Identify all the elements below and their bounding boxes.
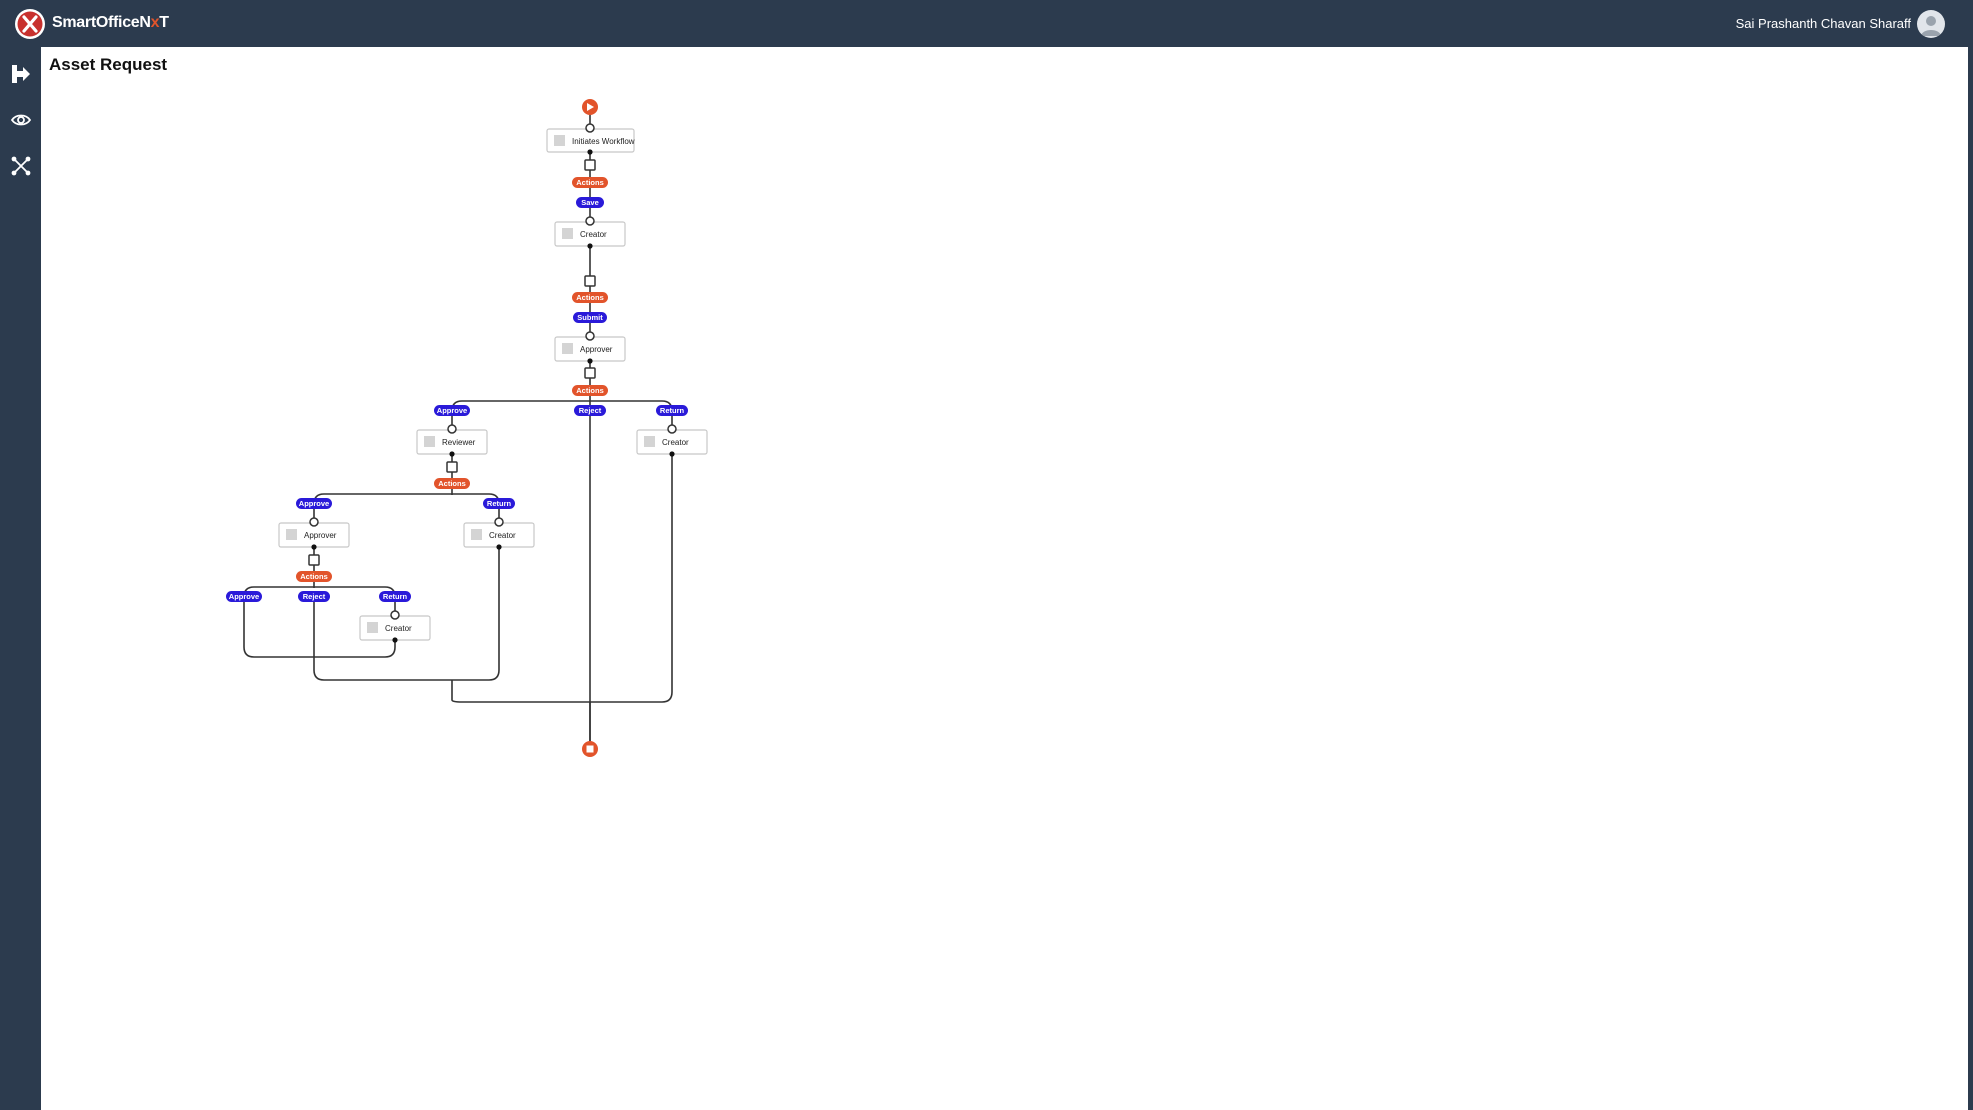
node-label: Creator xyxy=(385,624,412,633)
exit-icon[interactable] xyxy=(10,63,32,85)
page-title: Asset Request xyxy=(49,55,168,74)
decision-square[interactable] xyxy=(308,554,320,566)
node-icon xyxy=(367,622,378,633)
output-port[interactable] xyxy=(311,544,317,550)
node-icon xyxy=(424,436,435,447)
workflow-icon[interactable] xyxy=(10,155,32,177)
input-port[interactable] xyxy=(494,517,504,527)
reject-pill[interactable]: Reject xyxy=(298,591,330,602)
input-port[interactable] xyxy=(309,517,319,527)
output-port[interactable] xyxy=(587,358,593,364)
node-label: Initiates Workflow xyxy=(572,137,635,146)
output-port[interactable] xyxy=(669,451,675,457)
svg-text:Return: Return xyxy=(487,499,512,508)
node-label: Reviewer xyxy=(442,438,476,447)
node-icon xyxy=(644,436,655,447)
decision-square[interactable] xyxy=(584,275,596,287)
app-logo-icon[interactable] xyxy=(14,8,46,40)
input-port[interactable] xyxy=(585,216,595,226)
actions-pill[interactable]: Actions xyxy=(572,292,608,303)
node-label: Creator xyxy=(580,230,607,239)
svg-text:Actions: Actions xyxy=(300,572,328,581)
play-icon xyxy=(587,103,594,111)
node-label: Creator xyxy=(489,531,516,540)
return-pill[interactable]: Return xyxy=(483,498,515,509)
svg-text:Approve: Approve xyxy=(437,406,467,415)
reject-pill[interactable]: Reject xyxy=(574,405,606,416)
input-port[interactable] xyxy=(447,424,457,434)
node-label: Creator xyxy=(662,438,689,447)
approve-pill[interactable]: Approve xyxy=(434,405,470,416)
user-icon xyxy=(1921,16,1941,36)
right-scroll-edge xyxy=(1968,47,1973,1110)
node-icon xyxy=(554,135,565,146)
node-creator-return[interactable]: Creator xyxy=(636,429,708,455)
user-name[interactable]: Sai Prashanth Chavan Sharaff xyxy=(1735,16,1911,31)
output-port[interactable] xyxy=(449,451,455,457)
node-icon xyxy=(286,529,297,540)
svg-text:Actions: Actions xyxy=(576,386,604,395)
svg-text:Approve: Approve xyxy=(229,592,259,601)
svg-text:Reject: Reject xyxy=(303,592,326,601)
input-port[interactable] xyxy=(390,610,400,620)
actions-pill[interactable]: Actions xyxy=(296,571,332,582)
decision-square[interactable] xyxy=(584,159,596,171)
svg-text:Actions: Actions xyxy=(576,178,604,187)
actions-pill[interactable]: Actions xyxy=(434,478,470,489)
svg-text:Return: Return xyxy=(383,592,408,601)
svg-text:Approve: Approve xyxy=(299,499,329,508)
edge xyxy=(313,493,500,505)
input-port[interactable] xyxy=(585,331,595,341)
actions-pill[interactable]: Actions xyxy=(572,177,608,188)
input-port[interactable] xyxy=(585,123,595,133)
edge xyxy=(451,453,673,703)
input-port[interactable] xyxy=(667,424,677,434)
svg-text:Save: Save xyxy=(581,198,599,207)
svg-text:Submit: Submit xyxy=(577,313,603,322)
node-creator-return-2[interactable]: Creator xyxy=(463,522,535,548)
svg-text:Actions: Actions xyxy=(576,293,604,302)
svg-text:Return: Return xyxy=(660,406,685,415)
sidebar xyxy=(0,47,41,1110)
output-port[interactable] xyxy=(496,544,502,550)
edge xyxy=(451,400,673,412)
decision-square[interactable] xyxy=(446,461,458,473)
return-pill[interactable]: Return xyxy=(656,405,688,416)
app-brand: SmartOfficeNxT xyxy=(52,14,169,31)
output-port[interactable] xyxy=(587,243,593,249)
avatar[interactable] xyxy=(1917,10,1945,38)
svg-text:Reject: Reject xyxy=(579,406,602,415)
node-icon xyxy=(562,228,573,239)
stop-icon xyxy=(586,745,594,753)
submit-pill[interactable]: Submit xyxy=(573,312,607,323)
node-label: Approver xyxy=(580,345,613,354)
node-icon xyxy=(562,343,573,354)
edge xyxy=(243,640,396,658)
approve-pill[interactable]: Approve xyxy=(296,498,332,509)
node-label: Approver xyxy=(304,531,337,540)
decision-square[interactable] xyxy=(584,367,596,379)
svg-text:Actions: Actions xyxy=(438,479,466,488)
output-port[interactable] xyxy=(392,637,398,643)
top-bar: SmartOfficeNxT Sai Prashanth Chavan Shar… xyxy=(0,0,1973,47)
save-pill[interactable]: Save xyxy=(576,197,604,208)
return-pill[interactable]: Return xyxy=(379,591,411,602)
actions-pill[interactable]: Actions xyxy=(572,385,608,396)
approve-pill[interactable]: Approve xyxy=(226,591,262,602)
output-port[interactable] xyxy=(587,149,593,155)
node-icon xyxy=(471,529,482,540)
edge xyxy=(313,546,500,681)
eye-icon[interactable] xyxy=(10,109,32,131)
